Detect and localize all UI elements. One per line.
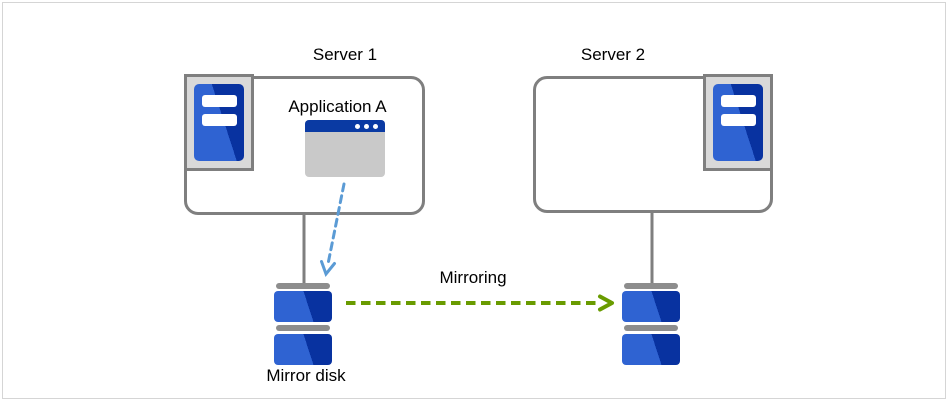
server-tower-icon	[703, 74, 773, 171]
server-slot-bar	[202, 114, 237, 126]
server1-label: Server 1	[312, 45, 378, 64]
disk-cap	[276, 325, 330, 331]
server-slot-bar	[721, 114, 756, 126]
disk-cap	[624, 325, 678, 331]
disk-stack-icon	[274, 283, 332, 365]
server-slot-bar	[721, 95, 756, 107]
mirror-disk-label: Mirror disk	[266, 366, 346, 385]
server-tower-body	[194, 84, 244, 161]
window-dot	[364, 123, 369, 129]
disk-platter	[622, 334, 680, 365]
application-window-icon	[305, 120, 385, 177]
disk-cap	[276, 283, 330, 289]
window-dot	[355, 123, 360, 129]
mirroring-label: Mirroring	[439, 268, 507, 287]
window-dot	[373, 123, 378, 129]
server2-label: Server 2	[580, 45, 646, 64]
disk-platter	[274, 291, 332, 322]
disk-stack-icon	[622, 283, 680, 365]
window-titlebar	[305, 120, 385, 132]
disk-cap	[624, 283, 678, 289]
disk-platter	[274, 334, 332, 365]
server-tower-icon	[184, 74, 254, 171]
disk-platter	[622, 291, 680, 322]
application-label: Application A	[288, 97, 387, 116]
mirroring-arrow	[346, 294, 614, 312]
server-tower-body	[713, 84, 763, 161]
server-slot-bar	[202, 95, 237, 107]
